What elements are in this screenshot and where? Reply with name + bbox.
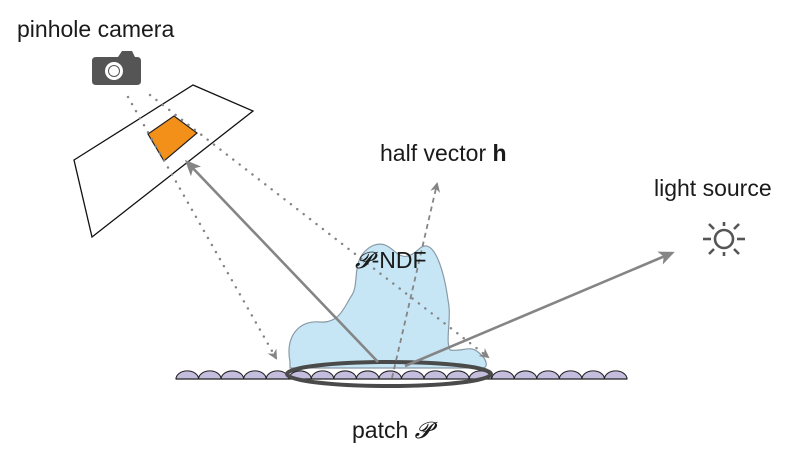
microfacet-surface: [175, 370, 628, 380]
half-vector-symbol: h: [493, 140, 507, 166]
microfacet-bump: [220, 370, 245, 380]
microfacet-bump: [581, 370, 606, 380]
patch-ellipse: [285, 360, 493, 388]
microfacet-bump: [491, 370, 515, 380]
microfacet-bump: [603, 370, 628, 380]
microfacet-bump: [310, 370, 335, 380]
view-ray-left: [126, 95, 278, 360]
microfacet-bump: [400, 370, 425, 380]
half-vector-arrow: [391, 182, 441, 379]
microfacet-bump: [558, 370, 583, 380]
half-vector-label: half vector h: [380, 140, 507, 166]
light-label: light source: [654, 175, 772, 201]
microfacet-bump: [197, 370, 222, 380]
microfacet-bump: [243, 370, 267, 380]
patch-label: patch 𝓟: [352, 417, 438, 444]
microfacet-bump: [378, 370, 403, 380]
microfacet-bump: [333, 370, 357, 380]
microfacet-bump: [446, 370, 470, 380]
view-ray-right: [148, 93, 490, 359]
sun-icon: [703, 222, 745, 256]
ndf-label: 𝓟-NDF: [355, 247, 427, 274]
microfacet-bump: [175, 370, 200, 380]
light-direction-arrow: [404, 251, 675, 368]
microfacet-bump: [536, 370, 560, 380]
pixel-highlight: [147, 115, 198, 162]
camera-label: pinhole camera: [17, 16, 174, 42]
camera-icon: [92, 51, 141, 85]
microfacet-bump: [513, 370, 538, 380]
microfacet-bump: [355, 370, 380, 380]
microfacet-bump: [423, 370, 448, 380]
view-direction-arrow: [184, 159, 379, 363]
